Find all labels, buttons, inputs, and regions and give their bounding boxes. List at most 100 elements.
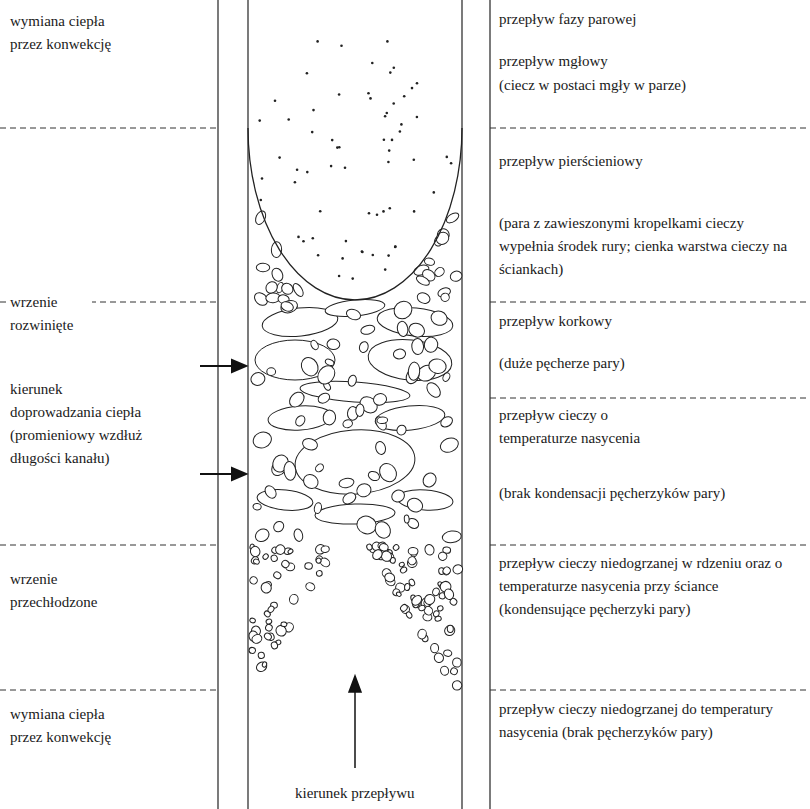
vapour-bubble [442,547,450,554]
vapour-bubble [270,266,285,283]
mist-droplet [386,40,389,43]
vapour-bubble [287,548,294,555]
regime-name: przepływ cieczy niedogrzanej do temperat… [497,698,801,744]
vapour-bubble [429,309,449,328]
vapour-bubble [342,419,353,429]
mist-droplet [351,277,354,280]
zone-divider [490,398,810,399]
vapour-bubble [251,429,274,450]
vapour-bubble [291,282,305,298]
vapour-bubble [304,562,312,570]
heat-arrows [200,360,246,480]
vapour-bubble [404,583,410,591]
tube-wall [247,0,248,809]
vapour-bubble [442,372,452,383]
vapour-bubble [313,502,322,514]
vapour-bubble [321,545,330,553]
vapour-bubble [366,543,373,551]
vapour-bubble [279,281,295,297]
vapour-bubble [450,679,463,692]
zone-divider [490,302,810,303]
vapour-bubble [259,581,273,595]
vapour-bubble [341,490,358,506]
vapour-bubble [416,291,432,306]
mist-droplet [372,254,375,257]
vapour-bubble [399,566,408,574]
mist-droplet [413,159,416,162]
mist-droplet [411,87,414,90]
mist-droplet [331,139,334,142]
mist-droplet [369,97,372,100]
vapour-bubble [410,594,424,607]
mist-droplet [312,237,315,240]
vapour-bubble [440,292,451,303]
arrow-head [232,360,246,372]
arrow-head [232,468,246,480]
vapour-bubble [280,300,295,313]
vapour-bubble [345,307,362,321]
zone-label: wrzenie przechłodzone [8,568,122,614]
vapour-bubble [270,554,278,562]
vapour-bubble [396,488,453,512]
vapour-bubble [280,559,290,569]
mist-droplet [338,275,341,278]
vapour-bubble [324,358,334,367]
vapour-bubble [411,338,424,355]
vapour-bubble [379,543,389,552]
vapour-bubble [249,647,256,654]
vapour-bubble [354,513,379,536]
vapour-bubble [338,477,354,489]
mist-droplet [340,44,343,47]
mist-droplet [384,115,387,118]
regime-note: (para z zawieszonymi kropelkami cieczy w… [497,212,801,281]
vapour-bubble [347,374,358,387]
tube-wall [217,0,218,809]
vapour-bubble [255,660,269,673]
heat-arrow [200,365,234,367]
mist-droplet [302,240,305,243]
vapour-bubble [293,528,304,542]
vapour-bubble [294,414,307,428]
vapour-bubble [443,649,452,657]
mist-droplet [336,146,339,149]
vapour-bubble [281,622,287,627]
vapour-bubble [267,368,276,376]
zone-divider [490,545,810,546]
mist-droplet [317,254,320,257]
regime-name: przepływ cieczy o temperaturze nasycenia [497,404,666,450]
vapour-bubble [423,592,437,606]
vapour-bubble [360,324,376,336]
vapour-bubble [452,657,462,667]
mist-droplet [391,139,394,142]
zone-divider [490,128,810,129]
vapour-bubble [418,605,426,612]
vapour-bubble [262,661,268,668]
mist-droplet [345,240,348,243]
vapour-bubble [408,362,421,381]
vapour-bubble [442,566,452,576]
vapour-bubble [443,588,455,601]
vapour-bubble [417,628,428,640]
vapour-bubble [267,605,275,614]
vapour-bubble [447,625,453,633]
mist-droplet [260,199,263,202]
regime-name: przepływ cieczy niedogrzanej w rdzeniu o… [497,552,801,621]
vapour-bubble [376,460,400,485]
vapour-bubble [283,461,297,481]
mist-droplet [394,246,397,249]
regime-note: (brak kondensacji pęcherzyków pary) [497,482,801,505]
regime-name: przepływ korkowy [497,310,801,333]
mist-droplet [261,177,264,180]
vapour-bubble [315,557,322,564]
vapour-bubble [423,336,438,353]
vapour-bubble [449,270,463,283]
vapour-bubble [258,652,265,659]
vapour-bubble [289,594,299,605]
vapour-bubble [420,471,438,490]
vapour-bubble [253,503,262,510]
vapour-bubble [270,641,278,649]
vapour-bubble [376,304,455,340]
vapour-bubble [316,570,323,576]
vapour-bubble [424,380,443,400]
